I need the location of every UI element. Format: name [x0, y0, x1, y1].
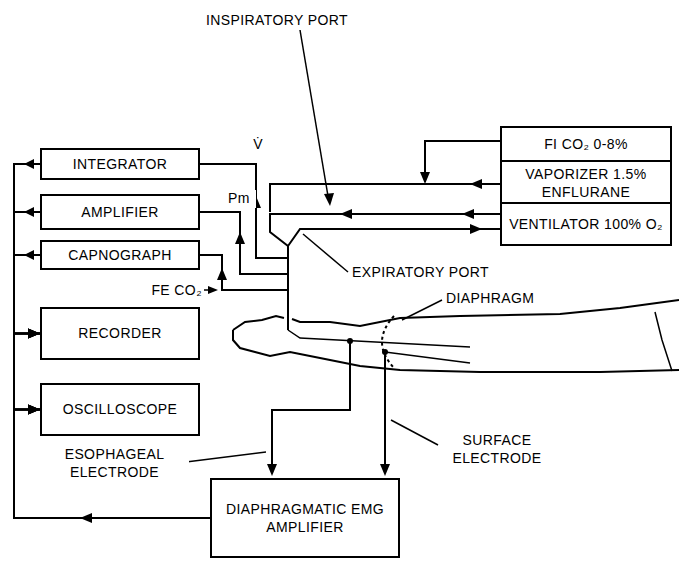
equipment-box: RECORDER: [40, 307, 200, 360]
signal-connector: [14, 164, 40, 415]
equipment-box: VENTILATOR 100% O₂: [500, 202, 672, 246]
box-label: INTEGRATOR: [73, 155, 168, 173]
signal-connector: [14, 255, 40, 339]
box-label: VAPORIZER 1.5% ENFLURANE: [508, 165, 664, 201]
box-label: VENTILATOR 100% O₂: [509, 215, 663, 233]
box-label: OSCILLOSCOPE: [63, 400, 178, 418]
equipment-box: VAPORIZER 1.5% ENFLURANE: [500, 160, 672, 206]
equipment-box: AMPLIFIER: [40, 194, 200, 230]
callout-label: EXPIRATORY PORT: [350, 264, 514, 282]
equipment-box: CAPNOGRAPH: [40, 240, 200, 270]
equipment-box: OSCILLOSCOPE: [40, 383, 200, 436]
callout-label: V̇: [244, 136, 272, 154]
equipment-box: FI CO₂ 0-8%: [500, 126, 672, 162]
box-label: FI CO₂ 0-8%: [544, 135, 628, 153]
equipment-box: DIAPHRAGMATIC EMG AMPLIFIER: [210, 478, 400, 558]
equipment-box: INTEGRATOR: [40, 148, 200, 180]
box-label: CAPNOGRAPH: [68, 246, 172, 264]
box-label: RECORDER: [78, 324, 161, 342]
callout-label: DIAPHRAGM: [444, 290, 558, 308]
signal-connector: [14, 164, 40, 339]
callout-label: FE CO₂: [120, 282, 204, 300]
callout-label: Pm: [222, 190, 256, 208]
callout-label: SURFACE ELECTRODE: [440, 432, 554, 467]
signal-connector: [14, 212, 40, 415]
callout-label: INSPIRATORY PORT: [190, 12, 364, 30]
box-label: AMPLIFIER: [81, 203, 159, 221]
signal-connector: [14, 255, 40, 415]
signal-connector: [14, 212, 40, 339]
box-label: DIAPHRAGMATIC EMG AMPLIFIER: [218, 500, 392, 536]
callout-label: ESOPHAGEAL ELECTRODE: [40, 446, 189, 481]
